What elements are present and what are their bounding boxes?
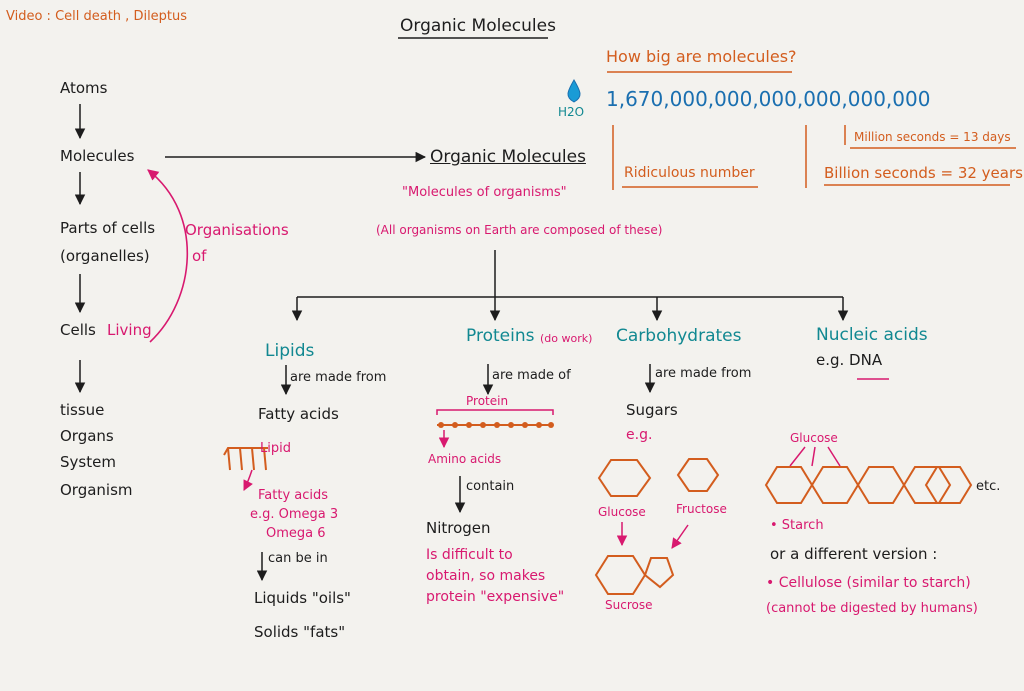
organism-label: Organism: [60, 481, 133, 499]
cellulose-label: • Cellulose (similar to starch): [766, 575, 971, 591]
nitrogen-label: Nitrogen: [426, 519, 491, 537]
nucleic-acids-heading: Nucleic acids: [816, 325, 928, 345]
starch-label: • Starch: [770, 518, 824, 533]
organic-molecules-heading: Organic Molecules: [430, 147, 586, 167]
organic-subtitle: "Molecules of organisms": [402, 185, 567, 200]
carbohydrates-heading: Carbohydrates: [616, 326, 742, 346]
lipid-to-fatty-arrow: [243, 469, 253, 491]
protein-chain-label: Protein: [466, 394, 509, 408]
liquids-label: Liquids "oils": [254, 589, 351, 607]
atoms-label: Atoms: [60, 79, 108, 97]
not-digested-label: (cannot be digested by humans): [766, 601, 978, 616]
size-question: How big are molecules?: [606, 47, 797, 66]
lipids-can-be-in: can be in: [268, 551, 328, 566]
fructose-label: Fructose: [676, 502, 727, 516]
cells-label: Cells: [60, 321, 96, 339]
parts-of-cells-label: Parts of cells: [60, 219, 156, 237]
lipids-heading: Lipids: [265, 341, 315, 361]
billion-seconds-label: Billion seconds = 32 years: [824, 164, 1023, 182]
lipid-label: Lipid: [260, 441, 291, 456]
tree-lines: [256, 250, 849, 582]
glucose-chain-label: Glucose: [790, 431, 838, 445]
amino-acids-label: Amino acids: [428, 452, 502, 466]
organelles-label: (organelles): [60, 247, 150, 265]
glucose-chain-icon: [764, 466, 973, 504]
lipid-comb-icon: [223, 447, 268, 471]
fatty-acids-label: Fatty acids: [258, 405, 339, 423]
organisations-label: Organisations: [185, 221, 289, 239]
organic-note: (All organisms on Earth are composed of …: [376, 223, 663, 237]
glucose-label: Glucose: [598, 505, 646, 519]
etc-label: etc.: [976, 479, 1001, 494]
ridiculous-number-label: Ridiculous number: [624, 165, 755, 181]
big-number: 1,670,000,000,000,000,000,000: [606, 87, 931, 111]
sugars-label: Sugars: [626, 401, 678, 419]
water-formula: H2O: [558, 105, 585, 119]
nitrogen-note-3: protein "expensive": [426, 589, 565, 605]
water-drop-icon: [567, 79, 581, 103]
omega3-label: e.g. Omega 3: [250, 507, 339, 522]
protein-chain-icon: [436, 409, 554, 428]
proteins-heading: Proteins: [466, 326, 535, 346]
organisations-of-label: of: [192, 247, 207, 265]
organisation-curve-arrow: [147, 169, 189, 343]
dna-example: e.g. DNA: [816, 351, 883, 369]
solids-label: Solids "fats": [254, 623, 346, 641]
size-brackets: [607, 71, 1016, 190]
sugars-eg: e.g.: [626, 427, 653, 443]
nitrogen-note-1: Is difficult to: [426, 547, 513, 563]
tissue-label: tissue: [60, 401, 105, 419]
video-note: Video : Cell death , Dileptus: [6, 9, 188, 24]
molecules-label: Molecules: [60, 147, 135, 165]
different-version-label: or a different version :: [770, 545, 938, 563]
contain-label: contain: [466, 479, 515, 494]
million-seconds-label: Million seconds = 13 days: [854, 130, 1011, 144]
organs-label: Organs: [60, 427, 114, 445]
page-title: Organic Molecules: [400, 16, 556, 36]
sucrose-label: Sucrose: [605, 598, 653, 612]
carbs-made-from: are made from: [655, 366, 752, 381]
proteins-do-work: (do work): [540, 332, 593, 345]
nitrogen-note-2: obtain, so makes: [426, 568, 546, 584]
fructose-arrow: [671, 524, 689, 549]
system-label: System: [60, 453, 116, 471]
proteins-made-of: are made of: [492, 368, 571, 383]
omega6-label: Omega 6: [266, 526, 326, 541]
lipids-made-from: are made from: [290, 370, 387, 385]
living-label: Living: [107, 321, 152, 339]
fatty-acids-example: Fatty acids: [258, 488, 329, 503]
glucose-chain-pointers: [789, 446, 841, 467]
sugar-hexagons: [594, 458, 720, 595]
